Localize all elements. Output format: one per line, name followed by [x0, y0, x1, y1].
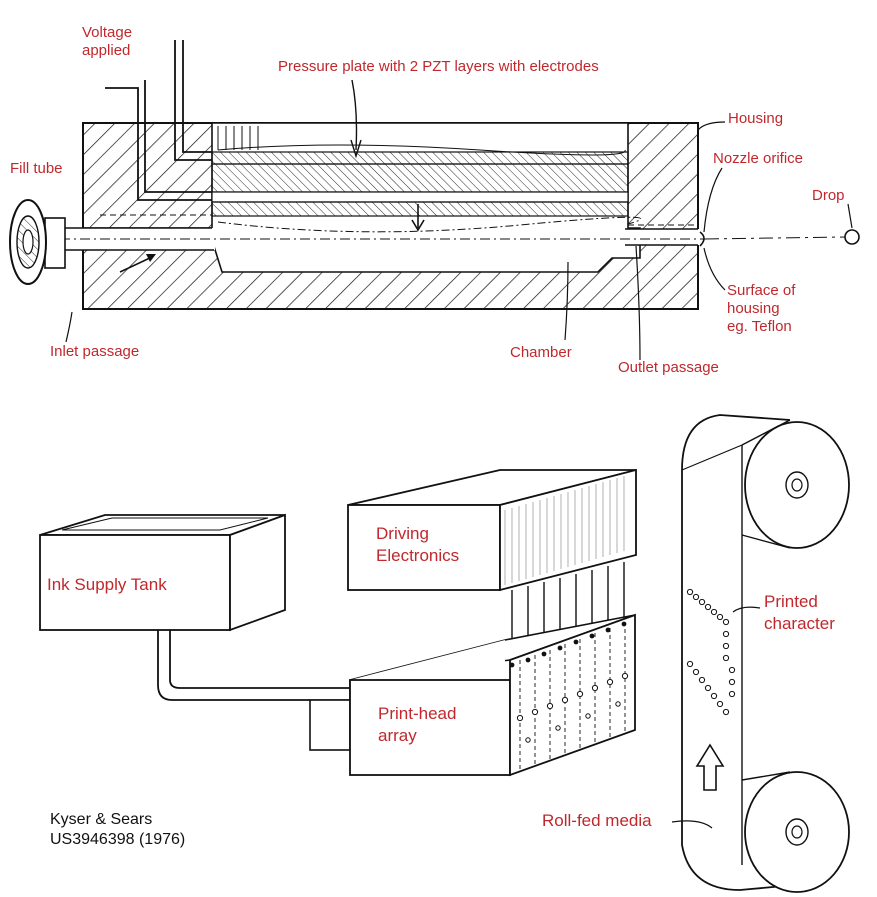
label-inlet-passage: Inlet passage	[50, 343, 140, 360]
pressure-plate	[211, 126, 642, 233]
label-housing: Housing	[728, 110, 784, 127]
label-pressure-plate: Pressure plate with 2 PZT layers with el…	[278, 58, 599, 75]
leader-roll-fed-media	[671, 820, 713, 829]
leader-nozzle	[703, 167, 723, 233]
leader-drop	[847, 203, 853, 229]
leader-chamber	[564, 261, 569, 341]
credit-patent: US3946398 (1976)	[50, 831, 186, 848]
voltage-wire-bottom	[105, 87, 212, 201]
upper-roller	[741, 419, 850, 549]
electrode-leads	[511, 562, 625, 665]
print-head-array	[309, 613, 636, 777]
label-roll-fed-media: Roll-fed media	[542, 811, 652, 830]
label-chamber: Chamber	[510, 344, 572, 361]
nozzle-orifice	[699, 231, 705, 247]
leader-surface	[703, 247, 726, 291]
label-nozzle-orifice: Nozzle orifice	[713, 150, 804, 167]
arrow-up-icon	[695, 743, 725, 791]
voltage-wire-top	[174, 40, 212, 161]
printhead-cross-section	[9, 40, 860, 361]
leader-pressure-plate	[351, 79, 358, 151]
driving-electronics-box	[347, 468, 637, 592]
label-drop: Drop	[812, 187, 845, 204]
label-voltage-applied: Voltage applied	[82, 24, 133, 59]
lower-roller	[741, 771, 850, 893]
label-fill-tube: Fill tube	[10, 160, 63, 177]
leader-housing	[697, 121, 726, 131]
label-driving-electronics: Driving Electronics	[376, 524, 460, 565]
drop-trajectory	[704, 236, 846, 240]
inlet-arrowhead	[146, 254, 156, 262]
leader-printed-character	[732, 606, 761, 613]
label-outlet-passage: Outlet passage	[618, 359, 719, 376]
roll-fed-media	[671, 414, 850, 893]
label-ink-supply-tank: Ink Supply Tank	[47, 575, 167, 594]
leader-inlet	[65, 311, 73, 343]
leader-outlet	[635, 245, 641, 361]
label-printed-character: Printed character	[764, 592, 835, 633]
drop-circle	[844, 229, 860, 245]
label-surface-of-housing: Surface of housing eg. Teflon	[727, 282, 796, 335]
ink-supply-tank	[39, 513, 350, 701]
credit-authors: Kyser & Sears	[50, 811, 153, 828]
printed-character-dots	[686, 588, 736, 716]
fill-tube	[9, 199, 66, 285]
label-print-head-array: Print-head array	[378, 704, 457, 745]
inlet-flow-arrow	[119, 256, 153, 273]
